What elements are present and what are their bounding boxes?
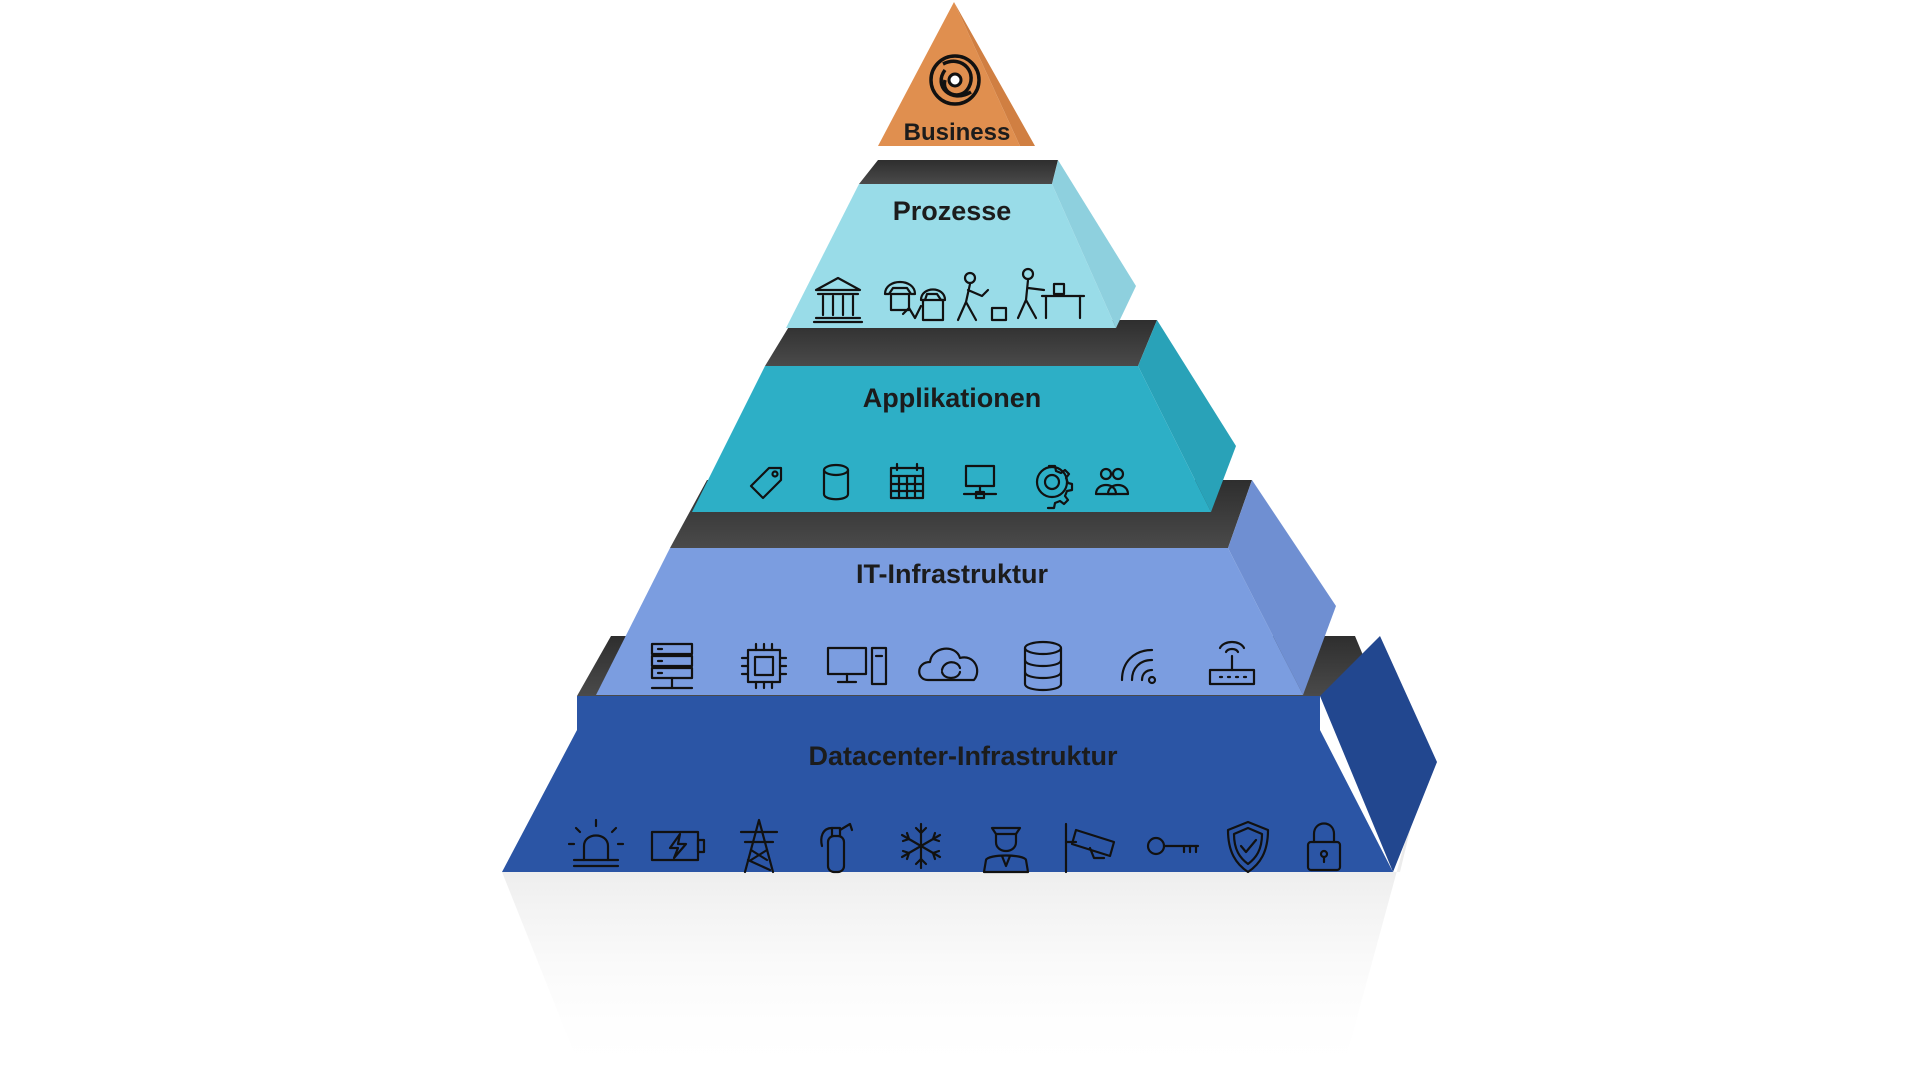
key-icon <box>1146 836 1200 856</box>
shield-check-icon <box>1226 820 1270 874</box>
snowflake-icon <box>900 822 942 870</box>
tier-prozesse-top <box>859 160 1058 184</box>
network-computer-icon <box>962 464 998 500</box>
tier-applikationen-top <box>765 320 1157 366</box>
wifi-signal-icon <box>1120 648 1157 685</box>
calendar-icon <box>889 462 925 500</box>
tier-applikationen-label: Applikationen <box>863 383 1042 413</box>
swirl-logo-icon <box>929 54 981 106</box>
tier-business-side <box>954 2 1035 146</box>
worker-package-icon <box>956 271 1008 322</box>
tier-it: IT-Infrastruktur <box>596 480 1336 695</box>
worker-assembly-icon <box>1016 267 1086 320</box>
server-rack-icon <box>650 642 694 690</box>
tier-it-side <box>1228 480 1336 695</box>
tier-business-label: Business <box>904 119 1011 146</box>
desktop-pc-icon <box>826 646 888 686</box>
cctv-camera-icon <box>1064 822 1116 874</box>
tier-datacenter-upper <box>577 696 1320 730</box>
alarm-light-icon <box>567 818 625 868</box>
gear-icon <box>1035 464 1074 510</box>
tier-it-label: IT-Infrastruktur <box>856 559 1049 589</box>
tier-datacenter-front <box>502 730 1393 872</box>
tier-prozesse-label: Prozesse <box>893 196 1012 226</box>
tier-datacenter-side <box>1320 636 1437 872</box>
tier-applikationen-side <box>1138 320 1236 512</box>
tier-business-front <box>878 2 1020 146</box>
tier-applikationen: Applikationen <box>692 320 1236 512</box>
battery-charging-icon <box>650 830 706 862</box>
users-icon <box>1094 467 1130 496</box>
power-pylon-icon <box>739 818 779 874</box>
router-icon <box>1208 640 1256 686</box>
bank-icon <box>812 276 864 324</box>
padlock-icon <box>1306 822 1342 872</box>
tier-applikationen-front <box>692 366 1211 512</box>
database-stack-icon <box>1023 640 1063 692</box>
database-cylinder-icon <box>822 463 850 501</box>
tier-prozesse-front <box>786 184 1116 328</box>
tag-icon <box>749 466 783 500</box>
floor-reflection <box>502 768 1425 1080</box>
phone-call-icon <box>883 280 947 322</box>
tier-prozesse: Prozesse <box>786 160 1136 328</box>
cloud-sync-icon <box>918 647 979 682</box>
fire-extinguisher-icon <box>820 822 854 874</box>
tier-business: Business <box>878 2 1035 146</box>
tier-datacenter-label: Datacenter-Infrastruktur <box>808 741 1118 771</box>
cpu-chip-icon <box>740 642 788 690</box>
tier-prozesse-side <box>1052 160 1136 328</box>
security-guard-icon <box>982 826 1030 874</box>
